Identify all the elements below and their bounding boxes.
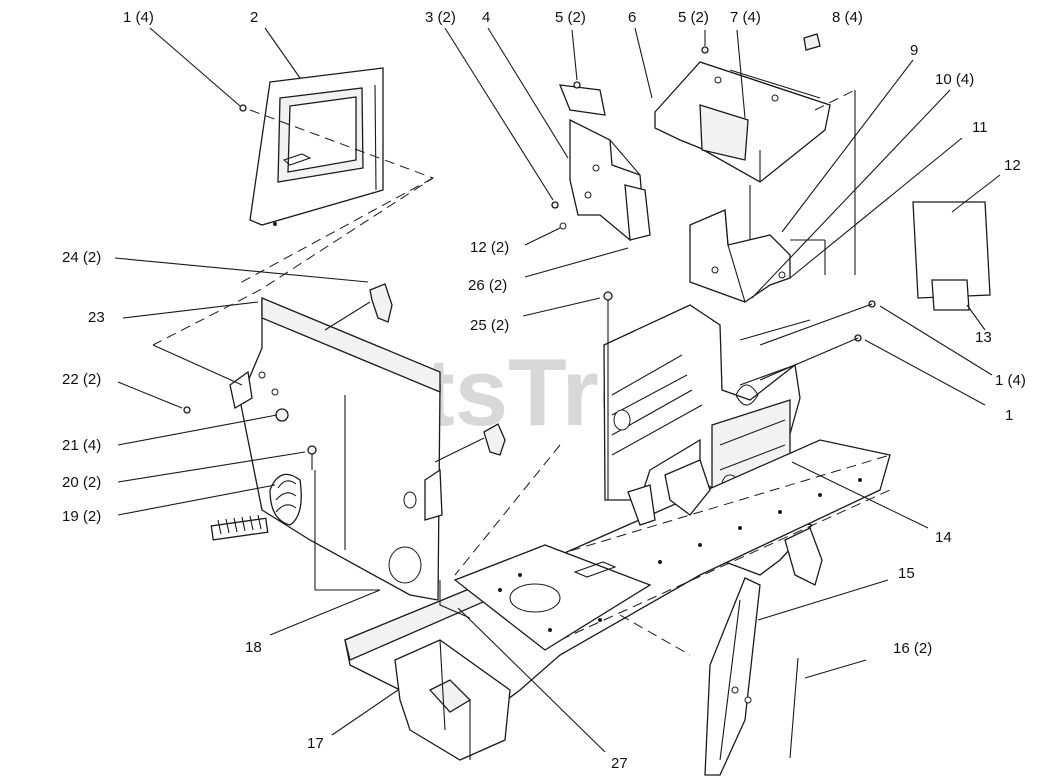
callout-26-2: 26 (2) [468,277,507,294]
callout-1-4: 1 (4) [123,9,154,26]
callout-27: 27 [611,755,628,772]
part-3-nut [551,201,559,209]
part-2-window-panel [249,67,384,226]
callout-21-4: 21 (4) [62,437,101,454]
part-8-clip [803,33,821,51]
callout-17: 17 [307,735,324,752]
part-22-screw [183,406,191,414]
callout-9: 9 [910,42,918,59]
part-25-bolt [603,291,613,500]
part-mounting-plate [453,544,652,651]
callout-1: 1 [1005,407,1013,424]
callout-25-2: 25 (2) [470,317,509,334]
callout-15: 15 [898,565,915,582]
callout-11: 11 [972,119,988,136]
part-4-bracket [551,84,651,241]
callout-19-2: 19 (2) [62,508,101,525]
callout-8-4: 8 (4) [832,9,863,26]
part-13-decal [931,279,970,311]
callout-4: 4 [482,9,490,26]
callout-12-2: 12 (2) [470,239,509,256]
callout-12: 12 [1004,157,1021,174]
callout-13: 13 [975,329,992,346]
callout-6: 6 [628,9,636,26]
part-15-side-trim [704,577,761,776]
part-22-bracket [229,370,253,410]
part-24-clip [369,283,506,456]
callout-7-4: 7 (4) [730,9,761,26]
part-21-knob [275,408,289,422]
part-5-screw-b [573,81,581,89]
part-1-screw [239,104,247,112]
part-6-bracket-tray [654,61,831,183]
part-16-decal [789,657,799,759]
callout-5-2-a: 5 (2) [555,9,586,26]
callout-10-4: 10 (4) [935,71,974,88]
part-27-rod [439,580,471,619]
part-17-bracket [394,639,511,761]
part-18-side-console [239,297,443,601]
callout-14: 14 [935,529,952,546]
part-frame-bracket [627,459,823,586]
callout-23: 23 [88,309,105,326]
part-19-spring [210,514,269,541]
callout-18: 18 [245,639,262,656]
callout-labels: 1 (4) 2 3 (2) 4 5 (2) 6 5 (2) 7 (4) 8 (4… [62,9,1026,772]
callout-2: 2 [250,9,258,26]
part-5-screw [701,46,709,54]
leader-lines [114,27,1001,753]
callout-20-2: 20 (2) [62,474,101,491]
callout-16-2: 16 (2) [893,640,932,657]
part-9-bracket [689,209,791,303]
callout-24-2: 24 (2) [62,249,101,266]
callout-3-2: 3 (2) [425,9,456,26]
callout-22-2: 22 (2) [62,371,101,388]
callout-5-2-b: 5 (2) [678,9,709,26]
part-20-bolt [307,445,317,470]
callout-1-4-b: 1 (4) [995,372,1026,389]
part-12-decal [912,201,991,299]
